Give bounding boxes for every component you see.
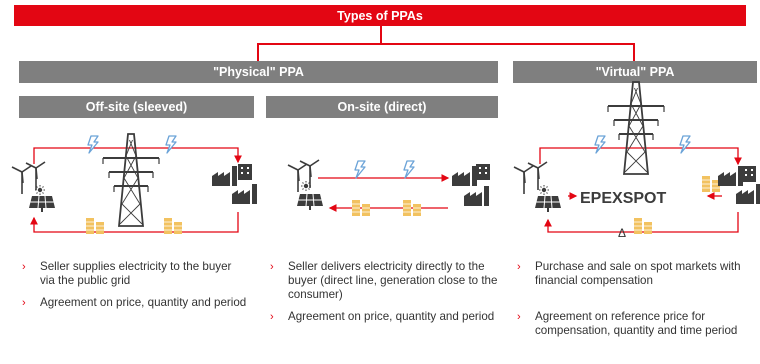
onsite-header: On-site (direct)	[266, 96, 498, 118]
virtual-diagram: EPEXSPOT Δ	[513, 81, 760, 240]
sun-icon	[538, 184, 550, 196]
sun-icon	[300, 180, 312, 192]
offsite-diagram	[11, 133, 257, 235]
wind-turbine-icon	[11, 165, 32, 195]
power-pylon-icon	[607, 81, 665, 175]
onsite-diagram	[287, 159, 490, 217]
bullet-marker: ›	[517, 261, 521, 273]
onsite-title: On-site (direct)	[337, 100, 427, 114]
factory-icon	[464, 186, 489, 206]
virtual-ppa-title: "Virtual" PPA	[595, 65, 675, 79]
list-item: › Seller delivers electricity directly t…	[270, 260, 498, 302]
offsite-header: Off-site (sleeved)	[19, 96, 254, 118]
solar-panel-icon	[28, 195, 56, 213]
lightning-icon	[165, 135, 177, 154]
list-item: › Agreement on price, quantity and perio…	[270, 310, 498, 324]
sun-icon	[34, 184, 46, 196]
office-building-icon	[238, 164, 252, 180]
virtual-bullets: › Purchase and sale on spot markets with…	[517, 260, 755, 346]
bullet-text: Agreement on price, quantity and period	[288, 310, 495, 323]
connector-line	[257, 43, 259, 61]
lightning-icon	[679, 135, 691, 154]
bullet-marker: ›	[22, 297, 26, 309]
factory-icon	[452, 166, 477, 186]
wind-turbine-icon	[287, 163, 308, 193]
list-item: › Seller supplies electricity to the buy…	[22, 260, 247, 288]
bullet-marker: ›	[517, 311, 521, 323]
list-item: › Agreement on price, quantity and perio…	[22, 296, 247, 310]
connector-line	[380, 26, 382, 44]
coins-icon	[701, 175, 721, 193]
types-of-ppas-title: Types of PPAs	[337, 8, 423, 23]
wind-turbine-icon	[513, 165, 534, 195]
factory-icon	[212, 166, 237, 186]
offsite-bullets: › Seller supplies electricity to the buy…	[22, 260, 247, 318]
lightning-icon	[594, 135, 606, 154]
lightning-icon	[87, 135, 99, 154]
lightning-icon	[354, 160, 366, 179]
delta-symbol: Δ	[618, 226, 626, 240]
bullet-marker: ›	[270, 261, 274, 273]
offsite-title: Off-site (sleeved)	[85, 100, 188, 114]
wind-turbine-icon	[299, 159, 320, 189]
bullet-marker: ›	[22, 261, 26, 273]
physical-ppa-title: "Physical" PPA	[213, 65, 304, 79]
office-building-icon	[742, 166, 756, 182]
epexspot-logo: EPEXSPOT	[580, 190, 666, 207]
factory-icon	[232, 184, 257, 204]
factory-icon	[718, 166, 743, 186]
connector-line	[633, 43, 635, 61]
types-of-ppas-header: Types of PPAs	[14, 5, 746, 26]
list-item: › Purchase and sale on spot markets with…	[517, 260, 755, 288]
virtual-ppa-header: "Virtual" PPA	[513, 61, 757, 83]
solar-panel-icon	[534, 195, 562, 213]
solar-panel-icon	[296, 193, 324, 211]
office-building-icon	[476, 164, 490, 180]
bullet-text: Agreement on reference price for compens…	[535, 310, 738, 337]
ppa-illustrations: EPEXSPOT Δ	[11, 81, 760, 240]
bullet-text: Agreement on price, quantity and period	[40, 296, 247, 309]
factory-icon	[736, 184, 760, 204]
list-item: › Agreement on reference price for compe…	[517, 310, 755, 338]
onsite-bullets: › Seller delivers electricity directly t…	[270, 260, 498, 332]
bullet-text: Seller delivers electricity directly to …	[288, 260, 498, 301]
bullet-text: Purchase and sale on spot markets with f…	[535, 260, 741, 287]
physical-ppa-header: "Physical" PPA	[19, 61, 498, 83]
bullet-marker: ›	[270, 311, 274, 323]
connector-line	[257, 43, 635, 45]
lightning-icon	[403, 160, 415, 179]
bullet-text: Seller supplies electricity to the buyer…	[40, 260, 232, 287]
wind-turbine-icon	[25, 161, 46, 191]
